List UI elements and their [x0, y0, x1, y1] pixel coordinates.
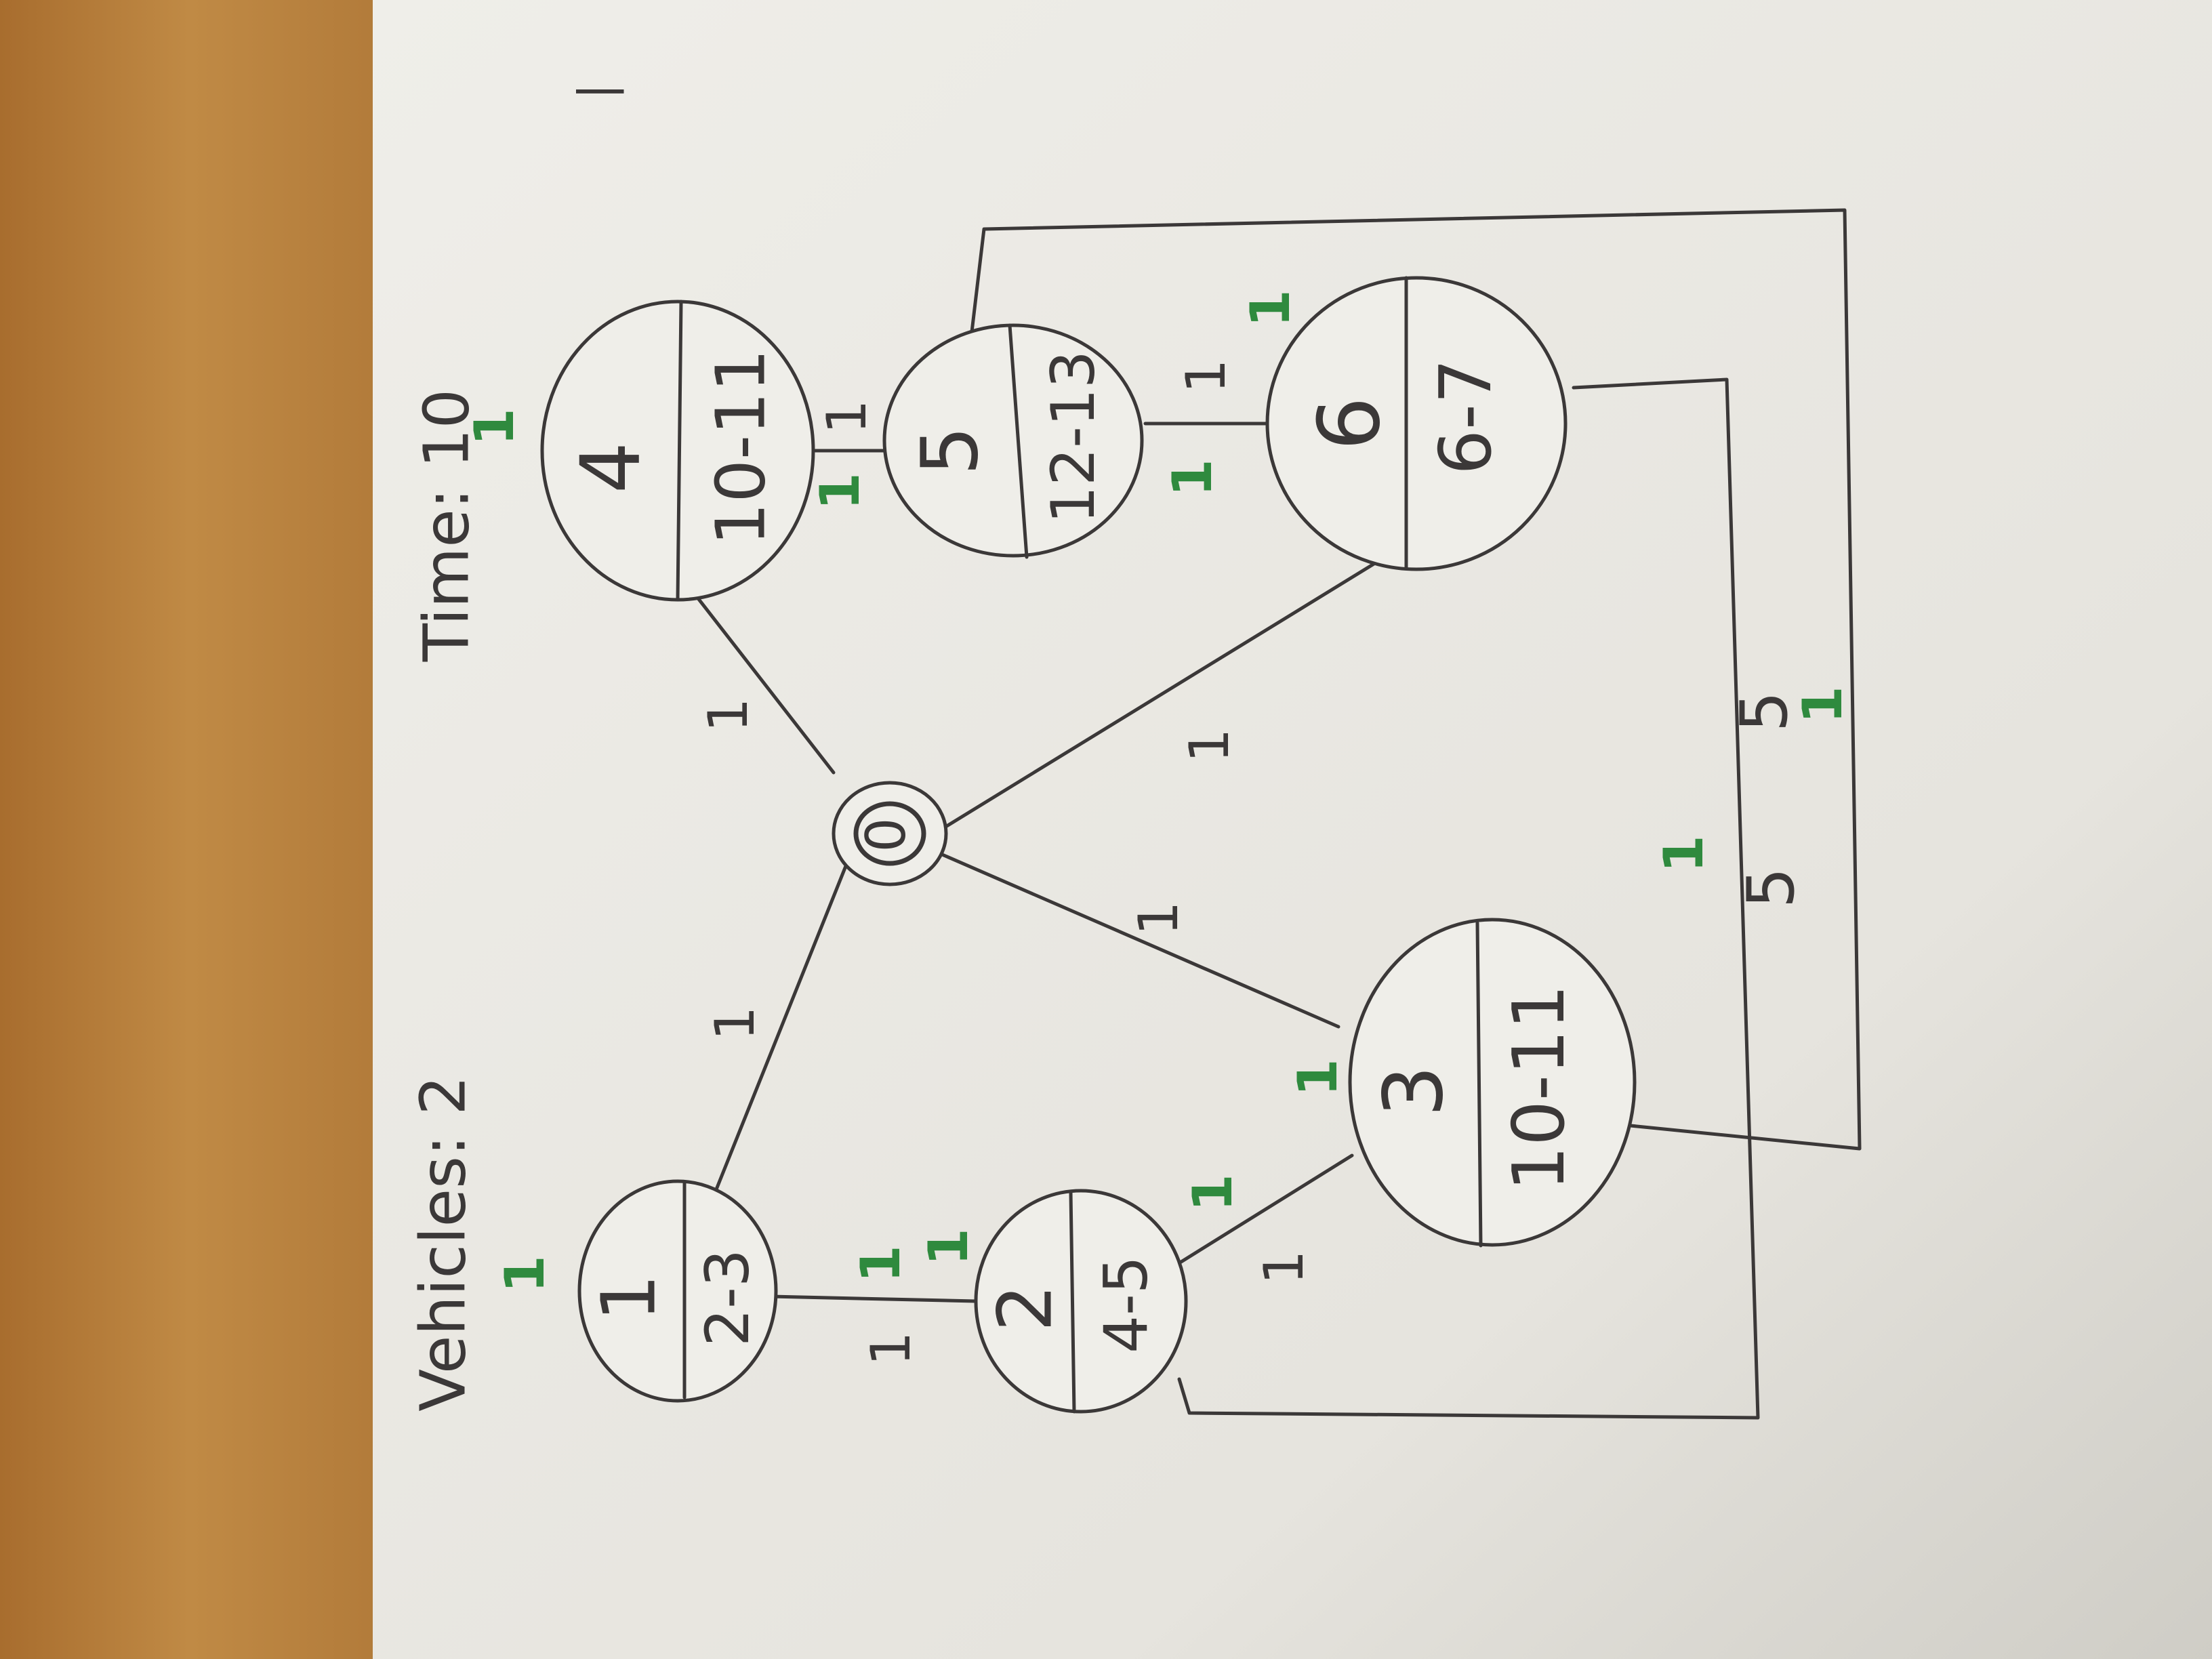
node-3-id: 3	[1368, 1065, 1462, 1117]
weight-depot-6: 1	[1178, 729, 1241, 763]
node-2: 2 4-5	[974, 1189, 1188, 1414]
green-mark-route-b: 1	[1791, 686, 1854, 724]
green-mark-4-5: 1	[808, 472, 872, 510]
node-3-window: 10-11	[1498, 984, 1580, 1191]
node-1-window: 2-3	[693, 1249, 762, 1347]
route-lines	[969, 208, 1862, 1420]
edge-1-2	[769, 1294, 978, 1303]
weight-route-6-2: 5	[1727, 691, 1802, 732]
weight-2-3: 1	[1252, 1250, 1315, 1285]
node-5: 5 12-13	[882, 323, 1144, 559]
weight-depot-1: 1	[703, 1006, 766, 1041]
depot-node: 0	[832, 781, 948, 886]
weight-5-6: 1	[1174, 359, 1237, 394]
green-mark-time: 1	[463, 408, 526, 446]
green-mark-2-3: 1	[1181, 1174, 1244, 1212]
node-6-id: 6	[1300, 396, 1399, 451]
green-mark-6: 1	[1239, 289, 1302, 327]
weight-depot-3: 1	[1127, 901, 1190, 936]
node-1: 1 2-3	[577, 1179, 778, 1403]
green-mark-1-2: 1	[849, 1245, 912, 1283]
node-6-window: 6-7	[1425, 359, 1507, 475]
green-mark-route-a: 1	[1652, 835, 1715, 873]
green-mark-vehicles: 1	[493, 1255, 556, 1293]
node-4-window: 10-11	[701, 349, 780, 546]
edge-depot-6	[941, 554, 1389, 830]
green-mark-5-6: 1	[1161, 459, 1224, 497]
route-line-3-5	[969, 208, 1862, 1151]
weight-1-2: 1	[859, 1332, 922, 1366]
edge-2-3	[1170, 1153, 1354, 1269]
route-line-6-2	[1177, 377, 1760, 1420]
vehicles-label: Vehicles: 2	[407, 1076, 479, 1412]
node-6: 6 6-7	[1265, 276, 1568, 571]
node-4-id: 4	[565, 442, 659, 493]
node-2-id: 2	[981, 1284, 1068, 1332]
node-4: 4 10-11	[540, 300, 815, 602]
edge-weight-labels: 1 1 1 1 1 1 1 1 5 5	[697, 359, 1809, 1366]
green-mark-3: 1	[1286, 1059, 1349, 1097]
corner-mark: |	[569, 83, 624, 100]
graph-edges	[689, 422, 1389, 1303]
time-label: Time: 10	[410, 389, 483, 662]
weight-4-5: 1	[815, 400, 878, 434]
green-marks: 1 1 1 1 1 1 1 1 1 1 1	[463, 289, 1854, 1293]
node-5-window: 12-13	[1038, 350, 1108, 524]
depot-label: 0	[855, 818, 918, 853]
table-surface	[0, 0, 380, 1659]
edge-depot-1	[714, 847, 855, 1191]
node-5-id: 5	[905, 426, 996, 475]
node-1-id: 1	[585, 1274, 672, 1322]
node-3: 3 10-11	[1348, 918, 1637, 1248]
weight-depot-4: 1	[697, 698, 760, 733]
edge-depot-4	[689, 588, 836, 775]
node-2-window: 4-5	[1091, 1256, 1161, 1353]
weight-route-3-4: 5	[1734, 867, 1809, 908]
edge-depot-3	[928, 847, 1340, 1029]
paper-sheet	[373, 0, 2212, 1659]
green-mark-2-left: 1	[917, 1228, 980, 1266]
